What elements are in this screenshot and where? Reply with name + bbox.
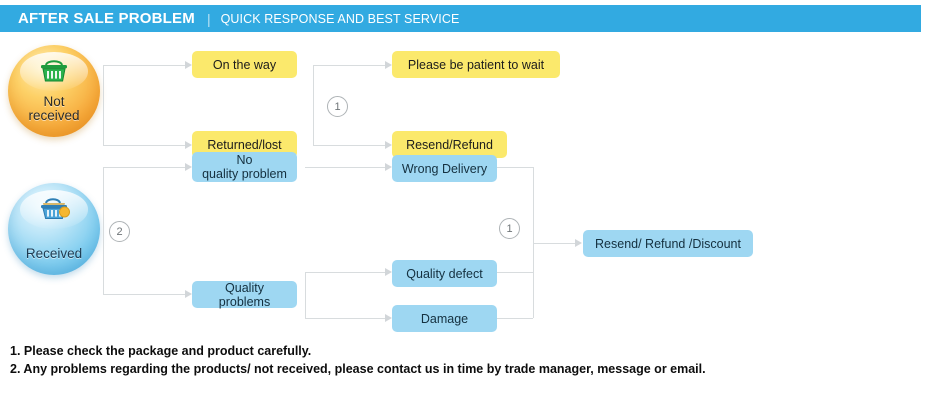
arrowhead-damage [385, 314, 392, 322]
header-separator: | [206, 10, 211, 27]
badge-received: Received [8, 183, 100, 275]
badge-label-line1: Not [43, 94, 65, 109]
connector-to-wrong-delivery [305, 167, 385, 168]
connector-to-quality-problems [103, 294, 185, 295]
arrowhead-no-quality-problem [185, 163, 192, 171]
note-line-1: 1. Please check the package and product … [10, 344, 312, 358]
arrowhead-on-the-way [185, 61, 192, 69]
badge-received-label: Received [26, 247, 82, 261]
badge-not-received-label: Not received [28, 95, 79, 123]
step-marker-1-bottom: 1 [499, 218, 520, 239]
badge-label-line2: received [28, 108, 80, 123]
footer-notes: 1. Please check the package and product … [10, 342, 910, 378]
node-wrong-delivery[interactable]: Wrong Delivery [392, 155, 497, 182]
arrowhead-quality-problems [185, 290, 192, 298]
node-no-quality-problem[interactable]: No quality problem [192, 152, 297, 182]
header-subtitle: QUICK RESPONSE AND BEST SERVICE [220, 11, 460, 26]
arrowhead-wrong-delivery [385, 163, 392, 171]
arrowhead-be-patient [385, 61, 392, 69]
connector-quality-defect-out [497, 272, 533, 273]
connector-bracket-vertical-quality [305, 272, 306, 318]
note-line-2: 2. Any problems regarding the products/ … [10, 362, 706, 376]
connector-to-resend-refund [313, 145, 385, 146]
badge-label-line1: Received [25, 246, 83, 261]
page-title: AFTER SALE PROBLEM [18, 10, 195, 27]
connector-to-be-patient [313, 65, 385, 66]
connector-to-on-the-way [103, 65, 185, 66]
shopping-basket-icon [8, 191, 100, 229]
arrowhead-resend-refund [385, 141, 392, 149]
connector-bracket-vertical-top [103, 65, 104, 145]
connector-to-quality-defect [305, 272, 385, 273]
header-banner: AFTER SALE PROBLEM | QUICK RESPONSE AND … [0, 5, 921, 32]
node-label-line2: quality problem [202, 167, 287, 181]
node-label-line1: No [236, 153, 253, 167]
shopping-basket-icon [8, 53, 100, 91]
connector-to-returned-lost [103, 145, 185, 146]
connector-damage-out [497, 318, 533, 319]
flow-diagram: Not received Rec [0, 32, 941, 342]
step-marker-2: 2 [109, 221, 130, 242]
arrowhead-resolution [575, 239, 582, 247]
step-marker-1-top: 1 [327, 96, 348, 117]
node-on-the-way[interactable]: On the way [192, 51, 297, 78]
node-damage[interactable]: Damage [392, 305, 497, 332]
connector-wrong-delivery-out [497, 167, 533, 168]
connector-bracket-vertical-collect [533, 167, 534, 318]
badge-not-received: Not received [8, 45, 100, 137]
connector-bracket-vertical-received [103, 167, 104, 294]
connector-to-resolution [533, 243, 575, 244]
node-resend-refund-discount[interactable]: Resend/ Refund /Discount [583, 230, 753, 257]
connector-to-no-quality-problem [103, 167, 185, 168]
node-quality-defect[interactable]: Quality defect [392, 260, 497, 287]
arrowhead-quality-defect [385, 268, 392, 276]
node-quality-problems[interactable]: Quality problems [192, 281, 297, 309]
arrowhead-returned-lost [185, 141, 192, 149]
connector-to-damage [305, 318, 385, 319]
connector-bracket-vertical-mid-top [313, 65, 314, 145]
node-resend-refund[interactable]: Resend/Refund [392, 131, 507, 158]
node-please-be-patient-to-wait[interactable]: Please be patient to wait [392, 51, 560, 78]
